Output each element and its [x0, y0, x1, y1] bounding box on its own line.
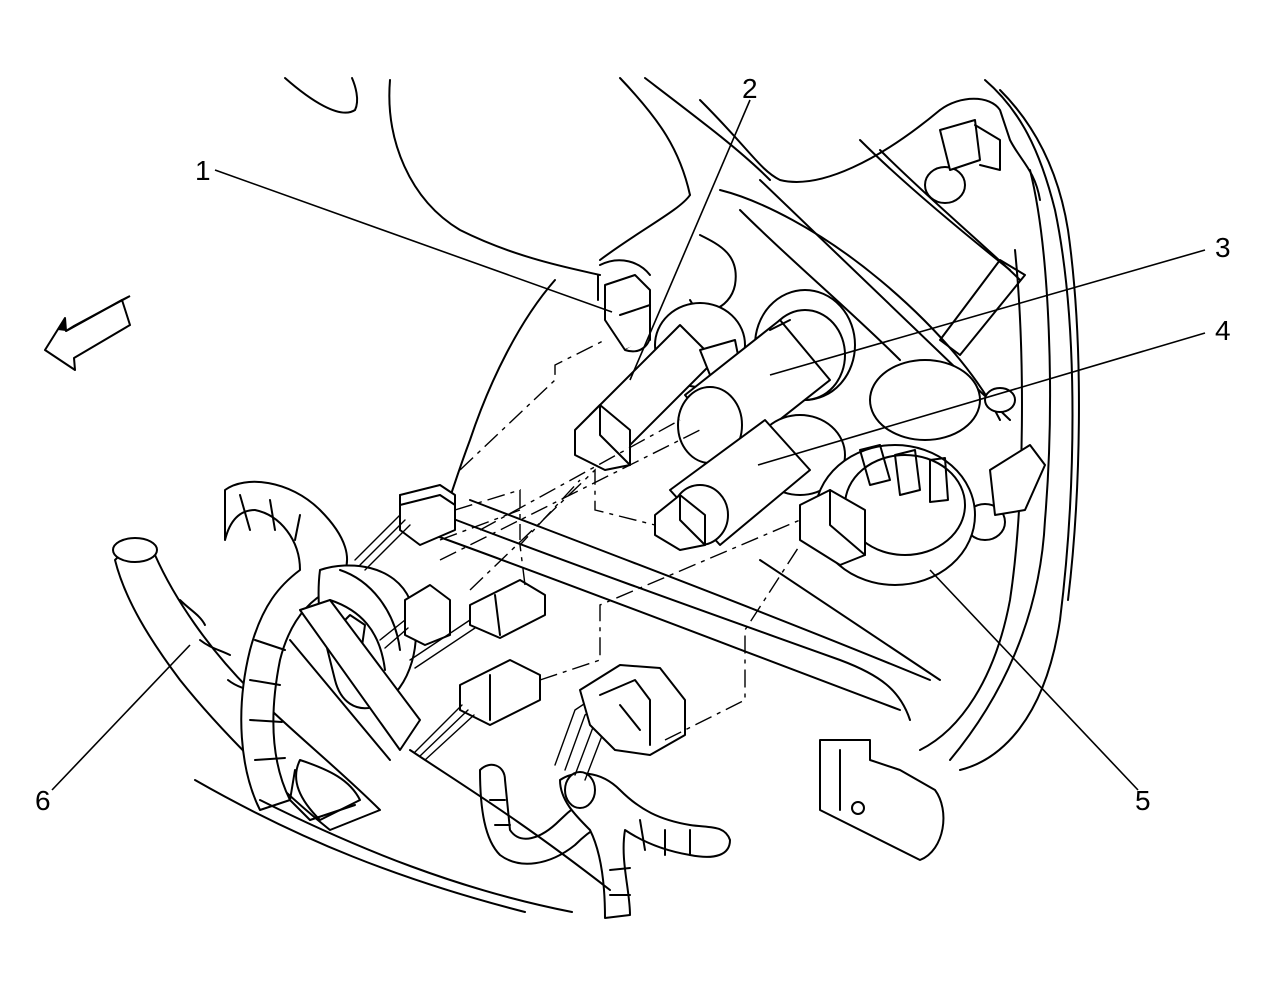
alignment-dash-lines: [439, 339, 801, 741]
leader-line-5: [929, 569, 1139, 791]
bulb-socket-4: [654, 414, 846, 551]
front-direction-arrow-icon: [44, 295, 131, 371]
connector-wires: [354, 514, 476, 761]
frame-lines: [194, 749, 611, 913]
callout-5: 5: [1135, 785, 1151, 816]
leader-lines: [51, 99, 1206, 791]
mounting-bracket: [819, 739, 945, 861]
callout-2: 2: [742, 73, 758, 104]
body-panel-outline: [284, 77, 1080, 771]
leader-line-1: [214, 169, 613, 313]
callout-labels: 1 2 3 4 5 6: [35, 73, 1231, 816]
callout-4: 4: [1215, 315, 1231, 346]
leader-line-4: [757, 332, 1206, 466]
mounting-bosses: [924, 119, 1046, 541]
wiring-harness: [112, 480, 731, 919]
leader-line-3: [769, 249, 1206, 376]
bulb-socket-5: [799, 359, 981, 586]
callout-6: 6: [35, 785, 51, 816]
leader-line-2: [629, 99, 751, 381]
leader-line-6: [51, 644, 191, 791]
bulb-socket-2: [574, 302, 746, 471]
socket-connector-1: [604, 274, 651, 353]
callout-1: 1: [195, 155, 211, 186]
callout-3: 3: [1215, 232, 1231, 263]
bulb-socket-3: [677, 289, 856, 464]
harness-connectors: [399, 484, 686, 756]
